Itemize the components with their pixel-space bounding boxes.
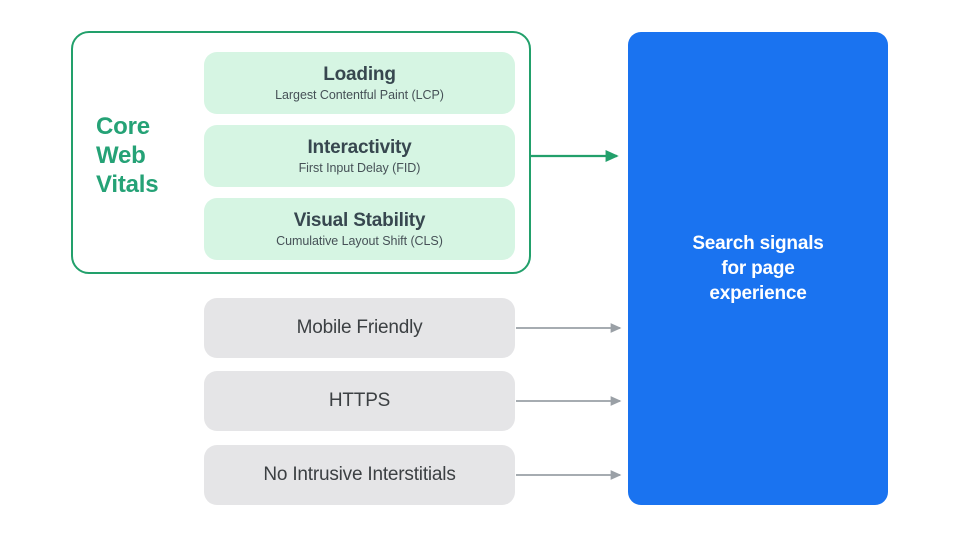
vital-card-interactivity: Interactivity First Input Delay (FID) (204, 125, 515, 187)
search-signals-destination-box: Search signals for page experience (628, 32, 888, 505)
signal-card-no-intrusive-interstitials: No Intrusive Interstitials (204, 445, 515, 505)
signal-label: No Intrusive Interstitials (263, 464, 456, 485)
destination-text: Search signals for page experience (658, 231, 858, 306)
cwv-label-line-1: Core (96, 113, 150, 140)
vital-title: Loading (323, 63, 396, 85)
core-web-vitals-label: Core Web Vitals (96, 112, 196, 199)
destination-line-3: experience (709, 283, 807, 304)
signal-card-mobile-friendly: Mobile Friendly (204, 298, 515, 358)
core-web-vitals-group (71, 31, 531, 274)
vital-subtitle: Largest Contentful Paint (LCP) (275, 87, 444, 102)
signal-label: Mobile Friendly (296, 317, 423, 338)
vital-title: Interactivity (307, 136, 412, 158)
destination-line-1: Search signals (692, 233, 824, 254)
cwv-label-line-3: Vitals (96, 171, 159, 198)
cwv-label-line-2: Web (96, 142, 146, 169)
vital-subtitle: First Input Delay (FID) (298, 160, 421, 175)
signal-label: HTTPS (328, 390, 391, 411)
vital-subtitle: Cumulative Layout Shift (CLS) (276, 233, 443, 248)
destination-line-2: for page (721, 258, 795, 279)
vital-card-visual-stability: Visual Stability Cumulative Layout Shift… (204, 198, 515, 260)
vital-title: Visual Stability (293, 209, 426, 231)
vital-card-loading: Loading Largest Contentful Paint (LCP) (204, 52, 515, 114)
signal-card-https: HTTPS (204, 371, 515, 431)
